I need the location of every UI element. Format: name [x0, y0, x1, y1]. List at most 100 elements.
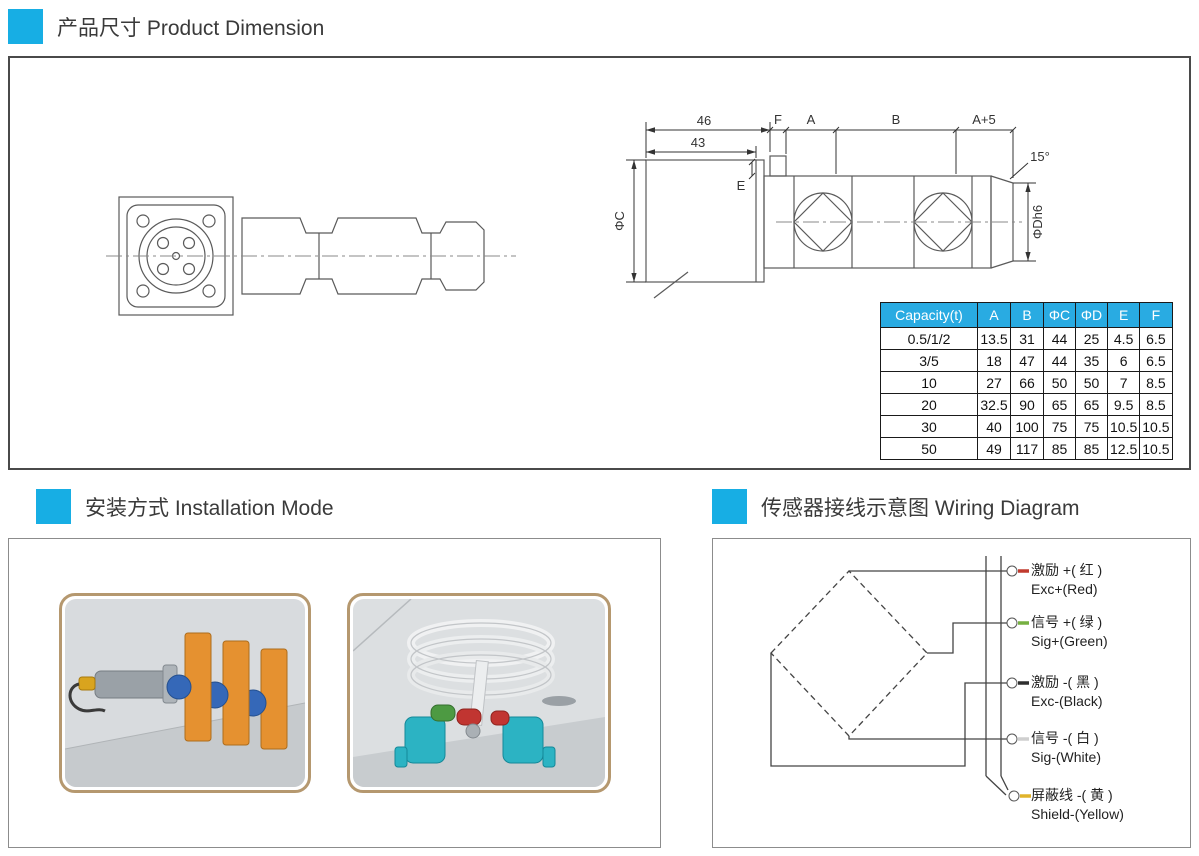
wire-sig-minus [848, 736, 1007, 740]
cell: 10.5 [1139, 437, 1173, 460]
cell: 6.5 [1139, 327, 1173, 350]
body-profile-outline [241, 217, 485, 295]
cell: 44 [1043, 349, 1076, 372]
col-header-a: A [977, 302, 1011, 328]
installation-panel [8, 538, 661, 848]
dimension-table: Capacity(t) A B ΦC ΦD E F 0.5/1/2 13.5 3… [880, 302, 1173, 460]
cell: 10 [880, 371, 978, 394]
cell: 50 [1075, 371, 1108, 394]
dimension-lines [626, 122, 1036, 283]
clamp-illustration [394, 704, 556, 768]
cell: 0.5/1/2 [880, 327, 978, 350]
cell: 117 [1010, 437, 1044, 460]
section-title-dimension: 产品尺寸 Product Dimension [57, 16, 325, 40]
cell: 8.5 [1139, 393, 1173, 416]
bridge-wires [770, 570, 1007, 767]
cell: 75 [1043, 415, 1076, 438]
cell: 30 [880, 415, 978, 438]
section-header-installation: 安装方式 Installation Mode [36, 489, 334, 524]
section-title-wiring: 传感器接线示意图 Wiring Diagram [761, 496, 1080, 520]
front-view-drawing [106, 196, 516, 316]
table-row: 50 49 117 85 85 12.5 10.5 [880, 437, 1173, 460]
connector-shield [1008, 790, 1020, 802]
cable-sheath [985, 556, 1009, 796]
cell: 65 [1043, 393, 1076, 416]
connector-sig-plus [1006, 617, 1018, 629]
cell: 9.5 [1106, 393, 1141, 416]
dim-label-phi-d: ΦDh6 [1030, 205, 1045, 239]
connector-exc-minus [1006, 677, 1018, 689]
cell: 40 [977, 415, 1011, 438]
table-header-row: Capacity(t) A B ΦC ΦD E F [880, 302, 1173, 328]
cell: 7 [1106, 371, 1141, 394]
cell: 90 [1010, 393, 1044, 416]
dimension-labels: 46 43 F A B A+5 E 15° ΦC ΦDh6 [612, 112, 1050, 239]
installation-photo-frame-1 [59, 593, 311, 793]
wire-label-sig-plus: 信号 +( 绿 ) Sig+(Green) [1031, 613, 1108, 651]
cell: 27 [977, 371, 1011, 394]
wire-label-cn: 屏蔽线 -( 黄 ) [1031, 787, 1113, 803]
dim-label-phi-c: ΦC [612, 211, 627, 231]
cell: 3/5 [880, 349, 978, 372]
col-header-capacity: Capacity(t) [880, 302, 978, 328]
table-row: 3/5 18 47 44 35 6 6.5 [880, 349, 1173, 372]
cell: 13.5 [977, 327, 1011, 350]
installation-photo-frame-2 [347, 593, 611, 793]
table-row: 30 40 100 75 75 10.5 10.5 [880, 415, 1173, 438]
cell: 50 [880, 437, 978, 460]
table-row: 20 32.5 90 65 65 9.5 8.5 [880, 393, 1173, 416]
dim-label-a5: A+5 [972, 112, 996, 127]
wire-label-en: Exc+(Red) [1031, 581, 1098, 597]
dim-label-46: 46 [697, 113, 711, 128]
wire-label-cn: 激励 -( 黑 ) [1031, 674, 1099, 690]
installation-photo-2 [353, 599, 605, 787]
cell: 12.5 [1106, 437, 1141, 460]
accent-square-icon [36, 489, 71, 524]
cell: 100 [1010, 415, 1044, 438]
wiring-diagram-svg [770, 556, 1031, 802]
cell: 66 [1010, 371, 1044, 394]
table-row: 0.5/1/2 13.5 31 44 25 4.5 6.5 [880, 327, 1173, 350]
accent-square-icon [712, 489, 747, 524]
connector-sig-minus [1006, 733, 1018, 745]
installation-photo-1 [65, 599, 305, 787]
mounting-plates-illustration [166, 632, 288, 750]
col-header-e: E [1106, 302, 1141, 328]
wire-sig-plus [927, 622, 1007, 654]
wire-label-en: Shield-(Yellow) [1031, 806, 1124, 822]
dim-label-b: B [892, 112, 901, 127]
dim-label-e: E [737, 178, 746, 193]
wire-exc-minus [770, 653, 1007, 767]
cell: 31 [1010, 327, 1044, 350]
wire-label-en: Sig-(White) [1031, 749, 1102, 765]
accent-square-icon [8, 9, 43, 44]
wire-label-exc-minus: 激励 -( 黑 ) Exc-(Black) [1031, 673, 1103, 711]
wire-label-cn: 激励 +( 红 ) [1031, 562, 1103, 578]
cell: 6 [1106, 349, 1141, 372]
col-header-phi-c: ΦC [1043, 302, 1076, 328]
col-header-b: B [1010, 302, 1044, 328]
dim-label-angle: 15° [1030, 149, 1050, 164]
wire-label-exc-plus: 激励 +( 红 ) Exc+(Red) [1031, 561, 1102, 599]
angle-leader-line [1009, 162, 1029, 180]
cell: 50 [1043, 371, 1076, 394]
cell: 25 [1075, 327, 1108, 350]
section-header-dimension: 产品尺寸 Product Dimension [8, 9, 324, 44]
dimension-arrowheads [631, 127, 1031, 282]
leader-line [653, 271, 689, 299]
dim-label-f: F [774, 112, 782, 127]
wire-label-cn: 信号 -( 白 ) [1031, 730, 1099, 746]
cell: 49 [977, 437, 1011, 460]
cell: 8.5 [1139, 371, 1173, 394]
wire-label-en: Exc-(Black) [1031, 693, 1103, 709]
cell: 18 [977, 349, 1011, 372]
bridge-diamond [770, 570, 928, 737]
cell: 32.5 [977, 393, 1011, 416]
connector-exc-plus [1006, 565, 1018, 577]
cell: 4.5 [1106, 327, 1141, 350]
col-header-phi-d: ΦD [1075, 302, 1108, 328]
section-header-wiring: 传感器接线示意图 Wiring Diagram [712, 489, 1080, 524]
cell: 75 [1075, 415, 1108, 438]
wire-label-en: Sig+(Green) [1031, 633, 1108, 649]
